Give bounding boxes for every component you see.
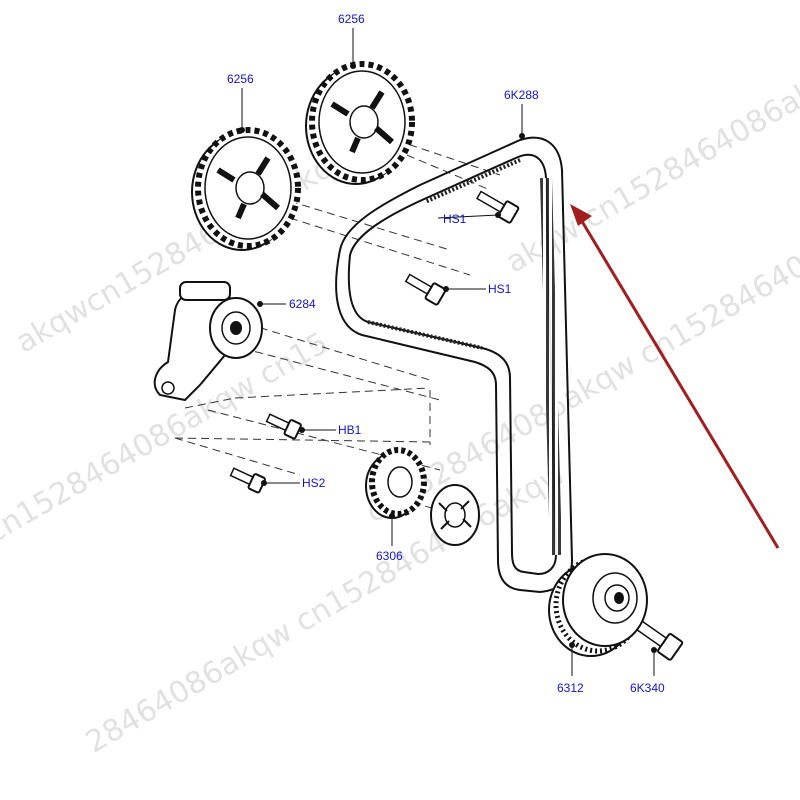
bolt-hb1 <box>265 413 302 440</box>
label-bolt-hs1-upper: HS1 <box>443 212 467 226</box>
leader-dots <box>239 63 657 653</box>
crank-washer <box>430 484 480 546</box>
idler-pulley <box>548 553 648 657</box>
pointer-arrow <box>570 204 780 549</box>
bolt-hs1-lower <box>404 273 447 306</box>
camshaft-gear-left <box>191 127 301 251</box>
tensioner-assembly <box>153 281 263 402</box>
label-timing-belt: 6K288 <box>504 88 539 102</box>
crank-sprocket <box>365 447 427 519</box>
label-idler-pulley: 6312 <box>557 681 584 695</box>
label-bolt-hb1: HB1 <box>338 423 362 437</box>
label-camshaft-gear-right: 6256 <box>338 12 365 26</box>
leader-lines <box>241 28 655 676</box>
bolt-hs1-upper <box>475 190 520 224</box>
bolt-hs2 <box>229 467 266 494</box>
timing-belt <box>335 136 574 594</box>
label-crank-sprocket: 6306 <box>376 549 403 563</box>
camshaft-gear-right <box>305 61 415 185</box>
label-idler-bolt: 6K340 <box>630 681 665 695</box>
label-tensioner: 6284 <box>289 297 316 311</box>
label-bolt-hs1-lower: HS1 <box>488 282 512 296</box>
label-bolt-hs2: HS2 <box>302 476 326 490</box>
alignment-dashes <box>174 127 501 516</box>
bolt-6k340 <box>634 619 684 661</box>
label-camshaft-gear-left: 6256 <box>227 72 254 86</box>
